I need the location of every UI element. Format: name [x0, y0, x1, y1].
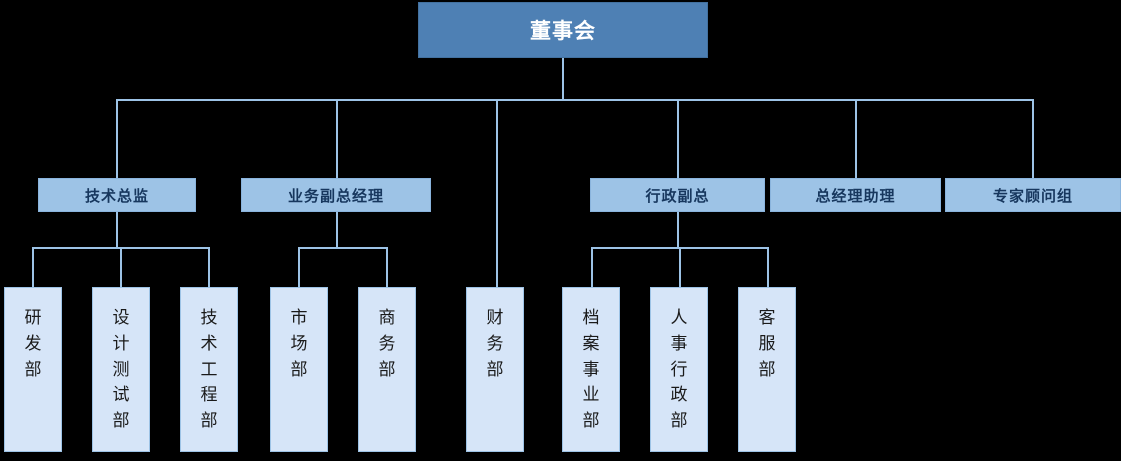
- connector-drop-archive-dept: [591, 247, 593, 288]
- node-support-dept[interactable]: 客服部: [738, 287, 796, 452]
- connector-drop-commerce-dept: [386, 247, 388, 288]
- connector-drop-tech-director: [116, 99, 118, 178]
- node-label: 行政副总: [645, 186, 710, 205]
- node-label-vertical: 设计测试部: [112, 308, 130, 432]
- node-tech-eng[interactable]: 技术工程部: [180, 287, 238, 452]
- connector-drop-market-dept: [298, 247, 300, 288]
- node-business-vp[interactable]: 业务副总经理: [241, 178, 431, 212]
- connector-root-stem: [562, 58, 564, 100]
- connector-drop-business-vp: [336, 99, 338, 178]
- node-admin-vp[interactable]: 行政副总: [590, 178, 765, 212]
- node-expert-group[interactable]: 专家顾问组: [945, 178, 1121, 212]
- node-rd-dept[interactable]: 研发部: [4, 287, 62, 452]
- connector-drop-gm-assistant: [855, 99, 857, 178]
- connector-drop-expert-group: [1032, 99, 1034, 178]
- connector-drop-tech-eng: [208, 247, 210, 288]
- node-label-vertical: 客服部: [758, 308, 776, 380]
- connector-stem-admin-vp: [677, 211, 679, 248]
- node-design-test[interactable]: 设计测试部: [92, 287, 150, 452]
- connector-drop-finance-dept: [496, 99, 498, 287]
- node-label-vertical: 研发部: [24, 308, 42, 380]
- node-tech-director[interactable]: 技术总监: [38, 178, 196, 212]
- node-label-vertical: 技术工程部: [200, 308, 218, 432]
- node-label-vertical: 人事行政部: [670, 308, 688, 432]
- connector-drop-design-test: [120, 247, 122, 288]
- node-label: 专家顾问组: [992, 186, 1073, 205]
- node-market-dept[interactable]: 市场部: [270, 287, 328, 452]
- connector-drop-support-dept: [767, 247, 769, 288]
- node-board-of-directors[interactable]: 董事会: [418, 2, 708, 58]
- connector-bus-business-vp: [298, 247, 388, 249]
- connector-main-bus: [116, 99, 1033, 101]
- node-label: 业务副总经理: [287, 186, 384, 205]
- connector-stem-tech-director: [116, 211, 118, 248]
- connector-stem-business-vp: [336, 211, 338, 248]
- node-label-vertical: 市场部: [290, 308, 308, 380]
- node-finance-dept[interactable]: 财务部: [466, 287, 524, 452]
- connector-drop-hr-admin-dept: [679, 247, 681, 288]
- node-label-vertical: 商务部: [378, 308, 396, 380]
- node-hr-admin-dept[interactable]: 人事行政部: [650, 287, 708, 452]
- node-commerce-dept[interactable]: 商务部: [358, 287, 416, 452]
- node-gm-assistant[interactable]: 总经理助理: [770, 178, 941, 212]
- node-label-vertical: 档案事业部: [582, 308, 600, 432]
- node-archive-dept[interactable]: 档案事业部: [562, 287, 620, 452]
- node-label-vertical: 财务部: [486, 308, 504, 380]
- connector-drop-rd-dept: [32, 247, 34, 288]
- connector-drop-admin-vp: [677, 99, 679, 178]
- node-label: 董事会: [530, 19, 596, 43]
- node-label: 总经理助理: [815, 186, 896, 205]
- node-label: 技术总监: [84, 186, 149, 205]
